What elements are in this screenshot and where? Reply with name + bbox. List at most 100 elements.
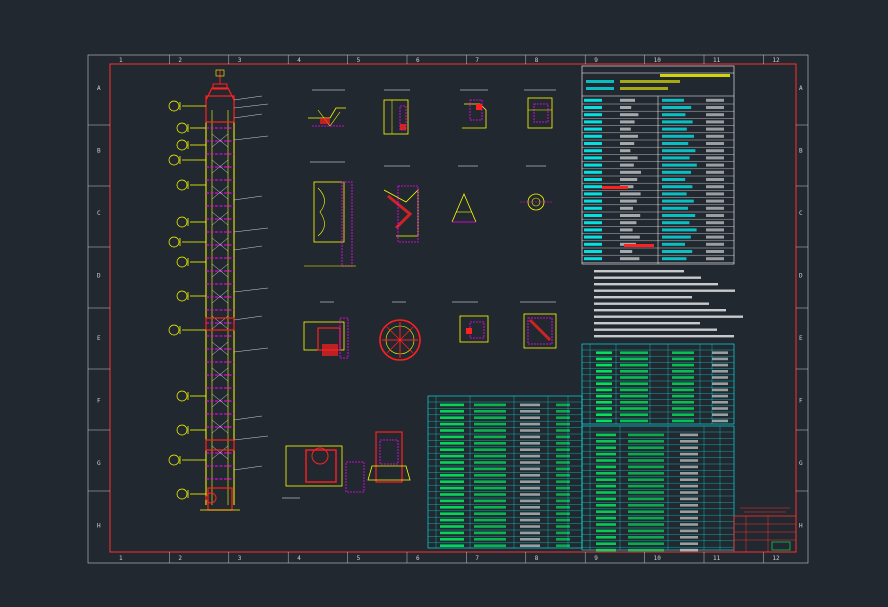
internal-brace — [211, 211, 229, 226]
internal-brace — [211, 263, 229, 278]
nozzle-balloon[interactable] — [168, 324, 180, 336]
internal-brace — [211, 393, 229, 408]
title-block[interactable] — [733, 507, 797, 553]
spec-left-rows — [582, 98, 658, 263]
nozzle-balloon[interactable] — [168, 454, 180, 466]
tower-internals — [211, 133, 229, 460]
leader-line — [233, 465, 263, 471]
tower-leaders-right — [233, 95, 269, 471]
leader-line — [233, 103, 269, 109]
ruler-row-label: E — [799, 335, 803, 342]
nozzle-balloon[interactable] — [176, 216, 188, 228]
ruler-row-label: B — [799, 148, 803, 155]
nozzle-balloon[interactable] — [176, 424, 188, 436]
nozzle-balloon[interactable] — [176, 256, 188, 268]
design-data-panel[interactable] — [581, 65, 735, 265]
detail-5[interactable] — [304, 161, 356, 267]
ruler-column-label: 4 — [297, 57, 301, 64]
leader-line — [233, 287, 269, 293]
detail-4[interactable] — [524, 89, 556, 129]
detail-12[interactable] — [520, 301, 557, 349]
ruler-column-label: 3 — [238, 555, 242, 562]
detail-10[interactable] — [379, 301, 421, 361]
ruler-column-label: 5 — [357, 57, 361, 64]
ruler-column-label: 12 — [772, 555, 780, 562]
leader-line — [233, 95, 263, 101]
nozzle-balloon[interactable] — [176, 139, 188, 151]
spec-right-rows — [586, 74, 734, 263]
outer-border — [87, 54, 809, 564]
detail-1[interactable] — [308, 89, 346, 127]
ruler-column-label: 10 — [654, 57, 662, 64]
internal-brace — [211, 159, 229, 174]
nozzle-balloon[interactable] — [176, 122, 188, 134]
tower-trays — [206, 127, 234, 480]
detail-2[interactable] — [383, 89, 410, 135]
detail-views[interactable] — [282, 89, 557, 499]
ruler-column-label: 1 — [119, 57, 123, 64]
internal-brace — [211, 341, 229, 356]
internal-brace — [211, 237, 229, 252]
ruler-column-label: 3 — [238, 57, 242, 64]
ruler-row-label: F — [799, 398, 803, 405]
detail-9[interactable] — [303, 301, 349, 359]
internal-brace — [211, 419, 229, 434]
internal-brace — [211, 133, 229, 148]
column-tower-elevation[interactable] — [168, 69, 269, 511]
leader-line — [233, 315, 263, 321]
ruler-row-label: D — [97, 273, 101, 280]
nozzle-balloon[interactable] — [168, 154, 180, 166]
ruler-column-label: 2 — [178, 57, 182, 64]
detail-11[interactable] — [452, 301, 489, 343]
ruler-column-label: 4 — [297, 555, 301, 562]
internal-brace — [211, 367, 229, 382]
nozzle-balloon[interactable] — [176, 290, 188, 302]
ruler-column-label: 11 — [713, 57, 721, 64]
detail-3[interactable] — [460, 89, 488, 129]
leader-line — [233, 347, 269, 353]
detail-6[interactable] — [383, 165, 419, 243]
nozzle-balloon[interactable] — [168, 236, 180, 248]
ruler-row-label: B — [97, 148, 101, 155]
leader-line — [233, 415, 263, 421]
detail-13[interactable] — [282, 445, 365, 499]
leader-line — [233, 113, 263, 119]
nozzle-balloon[interactable] — [168, 100, 180, 112]
ruler-column-label: 6 — [416, 555, 420, 562]
tower-nozzles-left[interactable] — [168, 100, 206, 500]
ruler-column-label: 11 — [713, 555, 721, 562]
ruler-column-label: 8 — [535, 57, 539, 64]
detail-7[interactable] — [451, 165, 478, 223]
parts-list-table[interactable] — [427, 395, 735, 552]
ruler-column-label: 9 — [594, 57, 598, 64]
leader-line — [233, 135, 269, 141]
detail-14[interactable] — [367, 431, 411, 483]
ruler-row-label: H — [799, 523, 803, 530]
ruler-column-label: 12 — [772, 57, 780, 64]
nozzle-schedule-table[interactable] — [581, 343, 735, 425]
nozzle-balloon[interactable] — [176, 488, 188, 500]
leader-line — [233, 435, 269, 441]
ruler-column-label: 6 — [416, 57, 420, 64]
ruler-row-label: E — [97, 335, 101, 342]
ruler-column-label: 7 — [475, 555, 479, 562]
ruler-column-label: 9 — [594, 555, 598, 562]
ruler-column-label: 5 — [357, 555, 361, 562]
internal-brace — [211, 445, 229, 460]
nozzle-balloon[interactable] — [176, 179, 188, 191]
nozzle-balloon[interactable] — [176, 390, 188, 402]
ruler-column-label: 7 — [475, 57, 479, 64]
detail-8[interactable] — [520, 165, 552, 211]
ruler-column-label: 8 — [535, 555, 539, 562]
ruler-column-label: 1 — [119, 555, 123, 562]
ruler-row-label: A — [97, 85, 101, 92]
ruler-column-label: 10 — [654, 555, 662, 562]
ruler-row-label: H — [97, 523, 101, 530]
internal-brace — [211, 185, 229, 200]
leader-line — [233, 245, 263, 251]
